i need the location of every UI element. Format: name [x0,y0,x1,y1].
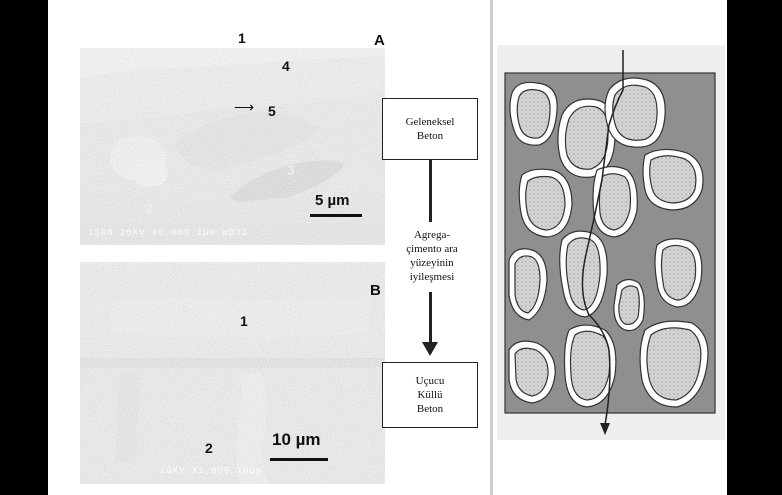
panel-label-a: A [374,32,385,49]
conventional-concrete-box: Geleneksel Beton [382,98,478,160]
marker-a-1: 1 [238,30,246,46]
flow-line-bottom [429,292,432,342]
top-box-line-1: Geleneksel [383,115,477,129]
center-divider [490,0,493,495]
mid-line-2: çimento ara [396,242,468,256]
aggregate-9 [614,279,644,330]
panel-label-b: B [370,282,381,299]
mid-line-3: yüzeyinin [396,256,468,270]
marker-b-2: 2 [205,440,213,456]
top-box-line-2: Beton [383,129,477,143]
aggregate-1 [510,82,557,145]
pointer-arrow-a: ⟶ [234,100,254,117]
marker-a-2: 2 [145,200,153,216]
sem-image-b [80,262,385,484]
sem-metadata-b: 20KV X1,000 10µm [160,466,262,476]
right-frame [727,0,782,495]
aggregate-4 [519,169,572,237]
fly-ash-concrete-box: Uçucu Küllü Beton [382,362,478,428]
scale-label-a: 5 µm [315,192,350,209]
bottom-box-line-3: Beton [383,402,477,416]
interface-improvement-text: Agrega- çimento ara yüzeyinin iyileşmesi [396,228,468,284]
crack-arrowhead [600,423,610,435]
scale-bar-a [310,214,362,217]
aggregate-5 [593,167,637,238]
flow-line-top [429,160,432,222]
aggregate-3 [605,78,665,147]
marker-a-3: 3 [287,162,295,178]
flow-arrowhead [422,342,438,356]
mid-line-4: iyileşmesi [396,270,468,284]
marker-a-4: 4 [282,58,290,74]
left-frame [0,0,48,495]
aggregate-6 [643,149,703,210]
mid-line-1: Agrega- [396,228,468,242]
scale-label-b: 10 µm [272,430,321,450]
bottom-box-line-2: Küllü [383,388,477,402]
aggregate-schematic [497,45,725,440]
bottom-box-line-1: Uçucu [383,374,477,388]
aggregate-10 [655,239,702,307]
sem-metadata-a: 1300 20KV X5,000 1µm WD33 [88,228,248,238]
marker-b-1: 1 [240,313,248,329]
marker-a-5: 5 [268,103,276,119]
scale-bar-b [270,458,328,461]
